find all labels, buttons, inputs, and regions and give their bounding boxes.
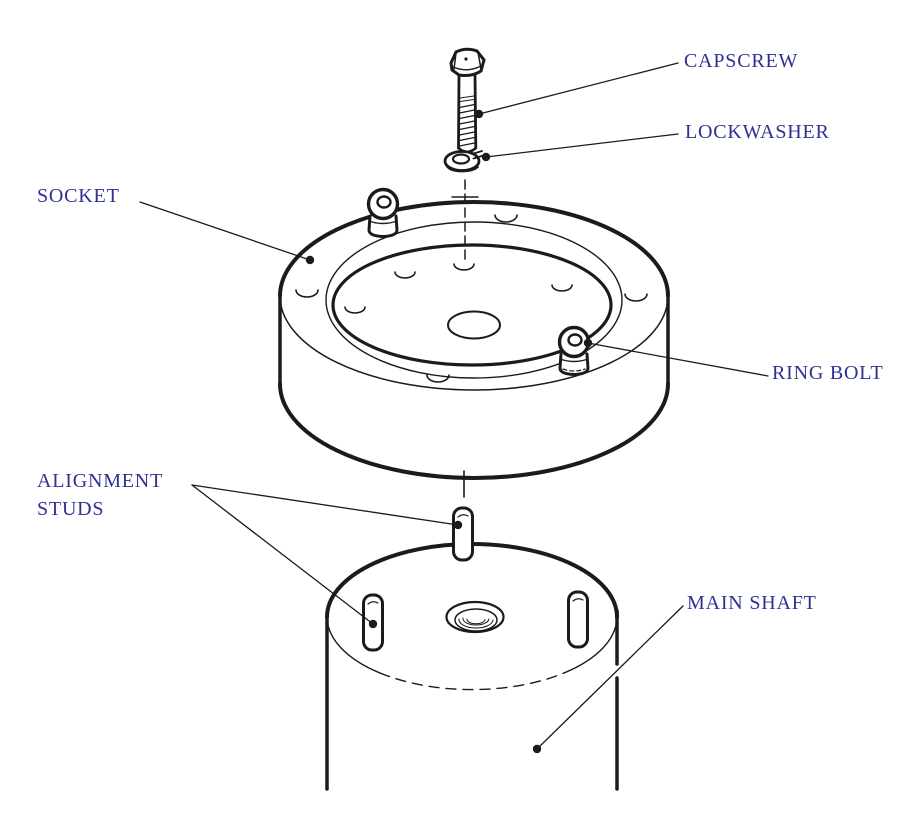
ring-bolt-base-rim bbox=[559, 358, 589, 363]
leader-alignment-stud-rear bbox=[191, 484, 459, 526]
socket-flange-hole bbox=[426, 374, 450, 383]
leader-dot bbox=[532, 744, 542, 754]
ring-bolt-eye-hole bbox=[567, 333, 583, 347]
leader-lockwasher bbox=[485, 133, 679, 158]
main-shaft-drawing bbox=[325, 506, 619, 791]
socket-seat-rim bbox=[331, 243, 613, 367]
capscrew-drawing bbox=[449, 47, 486, 154]
label-lockwasher: LOCKWASHER bbox=[685, 121, 830, 143]
alignment-stud-cap-line bbox=[572, 598, 584, 602]
socket-inner-hole bbox=[394, 271, 416, 279]
leader-dot bbox=[453, 520, 463, 530]
socket-center-hole bbox=[447, 310, 501, 340]
capscrew-thread-runout bbox=[459, 95, 475, 99]
ring-bolt-base bbox=[367, 214, 399, 239]
socket-flange-hole bbox=[295, 289, 319, 298]
lockwasher-hole bbox=[451, 153, 471, 165]
alignment-stud-cap-line bbox=[367, 601, 379, 605]
capscrew-head-chamfer bbox=[452, 65, 482, 71]
ring-bolt-2-drawing bbox=[557, 325, 591, 377]
socket-flange-hole bbox=[494, 214, 518, 223]
label-ring-bolt: RING BOLT bbox=[772, 362, 884, 384]
lockwasher-split bbox=[471, 150, 483, 155]
leader-dot bbox=[368, 619, 378, 629]
capscrew-thread bbox=[458, 136, 476, 142]
centerline-upper bbox=[451, 179, 479, 265]
label-capscrew: CAPSCREW bbox=[684, 50, 799, 72]
capscrew-thread bbox=[458, 125, 476, 131]
ring-bolt-1-drawing bbox=[366, 187, 400, 239]
shaft-thread-line bbox=[466, 618, 486, 625]
socket-outer-top-arc bbox=[278, 200, 670, 298]
socket-inner-hole bbox=[344, 306, 366, 314]
capscrew-thread-runout bbox=[459, 98, 475, 103]
capscrew-thread bbox=[458, 109, 476, 114]
capscrew-shank-edge bbox=[457, 73, 461, 150]
socket-center-pilot-hole bbox=[453, 263, 475, 271]
leader-lines bbox=[139, 62, 769, 754]
leader-alignment-stud-left bbox=[191, 484, 374, 625]
shaft-thread-line bbox=[462, 617, 490, 626]
capscrew-thread bbox=[458, 103, 476, 109]
alignment-stud-cap-line bbox=[457, 514, 469, 518]
leader-capscrew bbox=[478, 62, 679, 115]
leader-dot bbox=[474, 109, 484, 119]
ring-bolt-eye-hole bbox=[376, 195, 392, 209]
socket-inner-hole bbox=[551, 284, 573, 292]
alignment-stud-rear bbox=[452, 506, 474, 562]
ring-bolt-base-hidden-edge bbox=[562, 368, 586, 372]
label-socket: SOCKET bbox=[37, 185, 120, 207]
capscrew-thread bbox=[458, 131, 476, 136]
lockwasher-thickness bbox=[444, 162, 479, 173]
alignment-stud-right bbox=[567, 590, 589, 649]
capscrew-head-facet bbox=[453, 52, 457, 70]
socket-drawing bbox=[278, 200, 670, 480]
capscrew-thread bbox=[458, 114, 476, 120]
socket-bottom-arc bbox=[278, 382, 670, 480]
capscrew-head-mark bbox=[464, 57, 468, 61]
leader-socket bbox=[139, 201, 311, 261]
lockwasher-drawing bbox=[443, 150, 485, 173]
ring-bolt-eye bbox=[366, 187, 400, 221]
capscrew-shank-edge bbox=[473, 73, 478, 150]
shaft-thread-line bbox=[458, 618, 494, 629]
label-alignment-studs: ALIGNMENT STUDS bbox=[37, 470, 163, 520]
ring-bolt-base bbox=[558, 352, 590, 377]
capscrew-thread bbox=[458, 142, 476, 147]
leader-dot bbox=[481, 152, 491, 162]
label-main-shaft: MAIN SHAFT bbox=[687, 592, 817, 614]
leader-dot bbox=[583, 338, 593, 348]
socket-flange-inner-edge bbox=[325, 221, 623, 379]
ring-bolt-base-rim bbox=[368, 220, 398, 225]
capscrew-thread bbox=[458, 120, 476, 125]
leader-main-shaft bbox=[536, 605, 684, 750]
shaft-top-face-front-edge-dashed bbox=[379, 672, 565, 691]
socket-flange-hole bbox=[624, 293, 648, 302]
leader-dot bbox=[305, 255, 315, 265]
lockwasher-split bbox=[472, 154, 485, 160]
leader-ring-bolt bbox=[587, 342, 769, 377]
shaft-threaded-hole-bore bbox=[454, 608, 498, 632]
